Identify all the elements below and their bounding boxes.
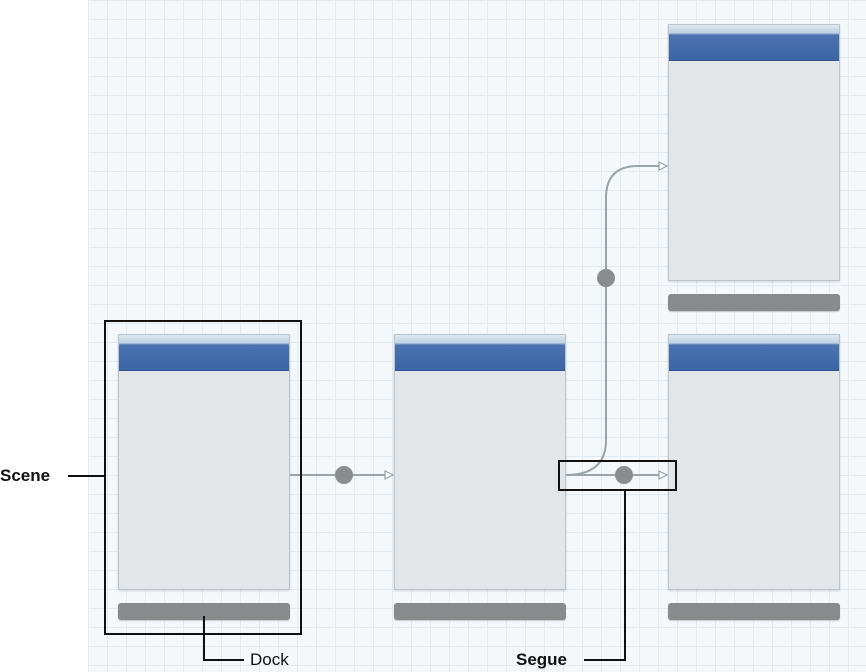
scene-highlight-box (104, 320, 302, 635)
segue-dot[interactable] (615, 466, 633, 484)
segue-highlight-box (558, 460, 677, 491)
scene-dock-top-right[interactable] (668, 294, 840, 311)
scene-bottom-right[interactable] (668, 334, 840, 590)
navigation-bar (669, 335, 839, 371)
scene-middle[interactable] (394, 334, 566, 590)
scene-dock-bottom-right[interactable] (668, 603, 840, 620)
segue-initial-to-middle[interactable] (290, 466, 393, 484)
dock-callout-line (203, 616, 244, 661)
segue-middle-to-bottom-right[interactable] (566, 466, 667, 484)
scene-top-right[interactable] (668, 24, 840, 281)
segue-callout-line (584, 490, 626, 661)
segue-middle-to-top-right[interactable] (565, 166, 667, 476)
scene-initial[interactable] (118, 334, 290, 590)
navigation-bar (395, 335, 565, 371)
segue-label: Segue (516, 650, 568, 669)
dock-label: Dock (250, 650, 289, 669)
scene-label: Scene (0, 466, 51, 485)
segue-dot[interactable] (335, 466, 353, 484)
navigation-bar (669, 25, 839, 61)
scene-dock-middle[interactable] (394, 603, 566, 620)
segue-dot[interactable] (597, 269, 615, 287)
navigation-bar (119, 335, 289, 371)
scene-dock-initial[interactable] (118, 603, 290, 620)
